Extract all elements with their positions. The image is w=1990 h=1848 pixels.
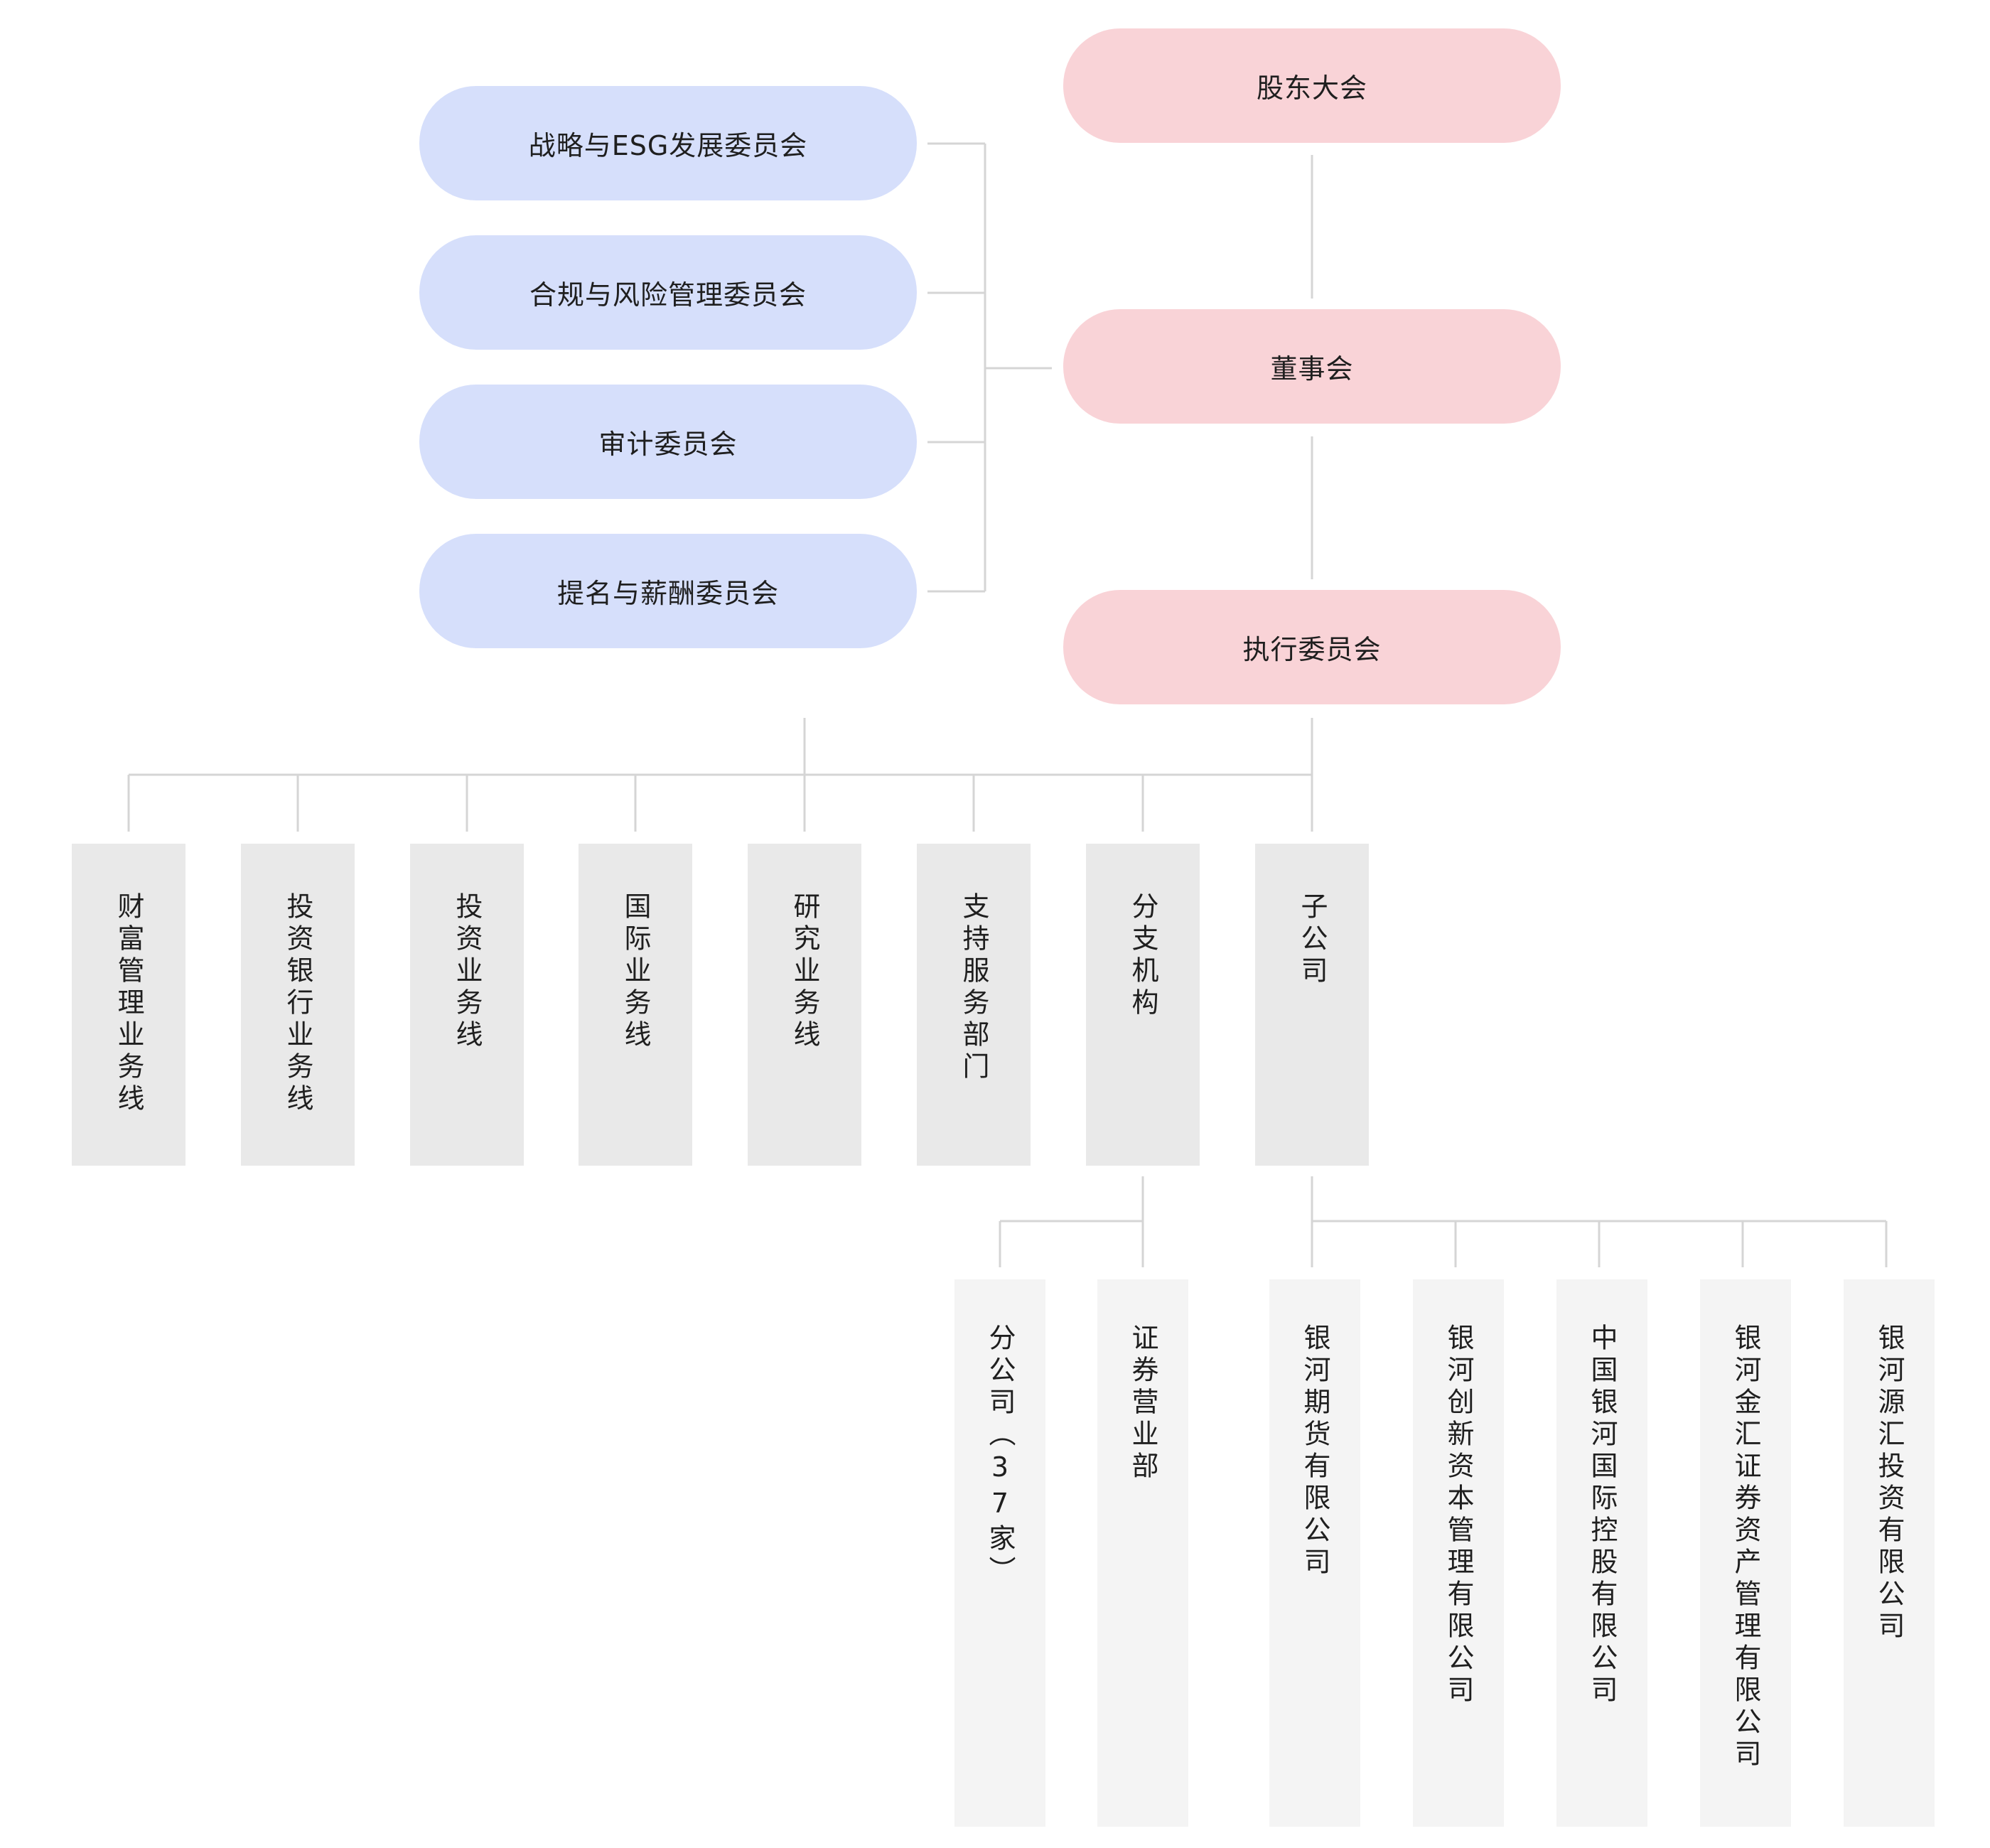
node-subsidiary-galaxy-futures: 银河期货有限公司	[1269, 1279, 1360, 1827]
node-label: 银河创新资本管理有限公司	[1443, 1323, 1474, 1707]
node-label: 研究业务线	[789, 892, 820, 1052]
node-department-investment-banking: 投资银行业务线	[241, 844, 355, 1166]
node-label: 子公司	[1296, 892, 1328, 988]
node-label: 证券营业部	[1127, 1323, 1158, 1483]
node-securities-branches: 证券营业部	[1097, 1279, 1188, 1827]
node-label: 分公司（37家）	[984, 1323, 1016, 1588]
node-committee-nomination-remuneration: 提名与薪酬委员会	[419, 534, 917, 648]
node-label: 股东大会	[1256, 72, 1367, 104]
node-label: 分支机构	[1127, 892, 1158, 1020]
node-label: 支持服务部门	[958, 892, 989, 1084]
node-department-investment: 投资业务线	[410, 844, 524, 1166]
node-board-of-directors: 董事会	[1063, 309, 1561, 424]
node-executive-committee: 执行委员会	[1063, 590, 1561, 704]
node-department-subsidiaries: 子公司	[1255, 844, 1369, 1166]
node-label: 银河金汇证券资产管理有限公司	[1730, 1323, 1761, 1771]
node-label: 提名与薪酬委员会	[556, 578, 779, 609]
node-label: 董事会	[1270, 353, 1354, 385]
node-shareholders-meeting: 股东大会	[1063, 28, 1561, 143]
node-label: 银河期货有限公司	[1299, 1323, 1330, 1579]
node-subsidiary-galaxy-international-holdings: 中国银河国际控股有限公司	[1556, 1279, 1647, 1827]
node-subsidiary-galaxy-innovation-capital: 银河创新资本管理有限公司	[1413, 1279, 1504, 1827]
node-subsidiary-galaxy-yuanhui-investment: 银河源汇投资有限公司	[1844, 1279, 1935, 1827]
node-department-research: 研究业务线	[748, 844, 861, 1166]
node-label: 战略与ESG发展委员会	[528, 130, 808, 161]
node-label: 投资业务线	[451, 892, 483, 1052]
node-committee-compliance-risk: 合规与风险管理委员会	[419, 235, 917, 350]
node-label: 银河源汇投资有限公司	[1873, 1323, 1905, 1643]
node-department-wealth-management: 财富管理业务线	[72, 844, 185, 1166]
node-label: 财富管理业务线	[113, 892, 144, 1116]
node-department-support-services: 支持服务部门	[917, 844, 1031, 1166]
node-label: 审计委员会	[598, 429, 738, 460]
node-department-international: 国际业务线	[579, 844, 692, 1166]
node-label: 合规与风险管理委员会	[529, 279, 807, 311]
node-committee-audit: 审计委员会	[419, 385, 917, 499]
node-label: 国际业务线	[620, 892, 651, 1052]
node-committee-strategy-esg: 战略与ESG发展委员会	[419, 86, 917, 200]
node-subsidiary-galaxy-jinhui-asset-management: 银河金汇证券资产管理有限公司	[1700, 1279, 1791, 1827]
node-branch-offices: 分公司（37家）	[954, 1279, 1045, 1827]
node-department-branches: 分支机构	[1086, 844, 1200, 1166]
node-label: 执行委员会	[1242, 634, 1382, 665]
node-label: 中国银河国际控股有限公司	[1586, 1323, 1618, 1707]
node-label: 投资银行业务线	[282, 892, 313, 1116]
